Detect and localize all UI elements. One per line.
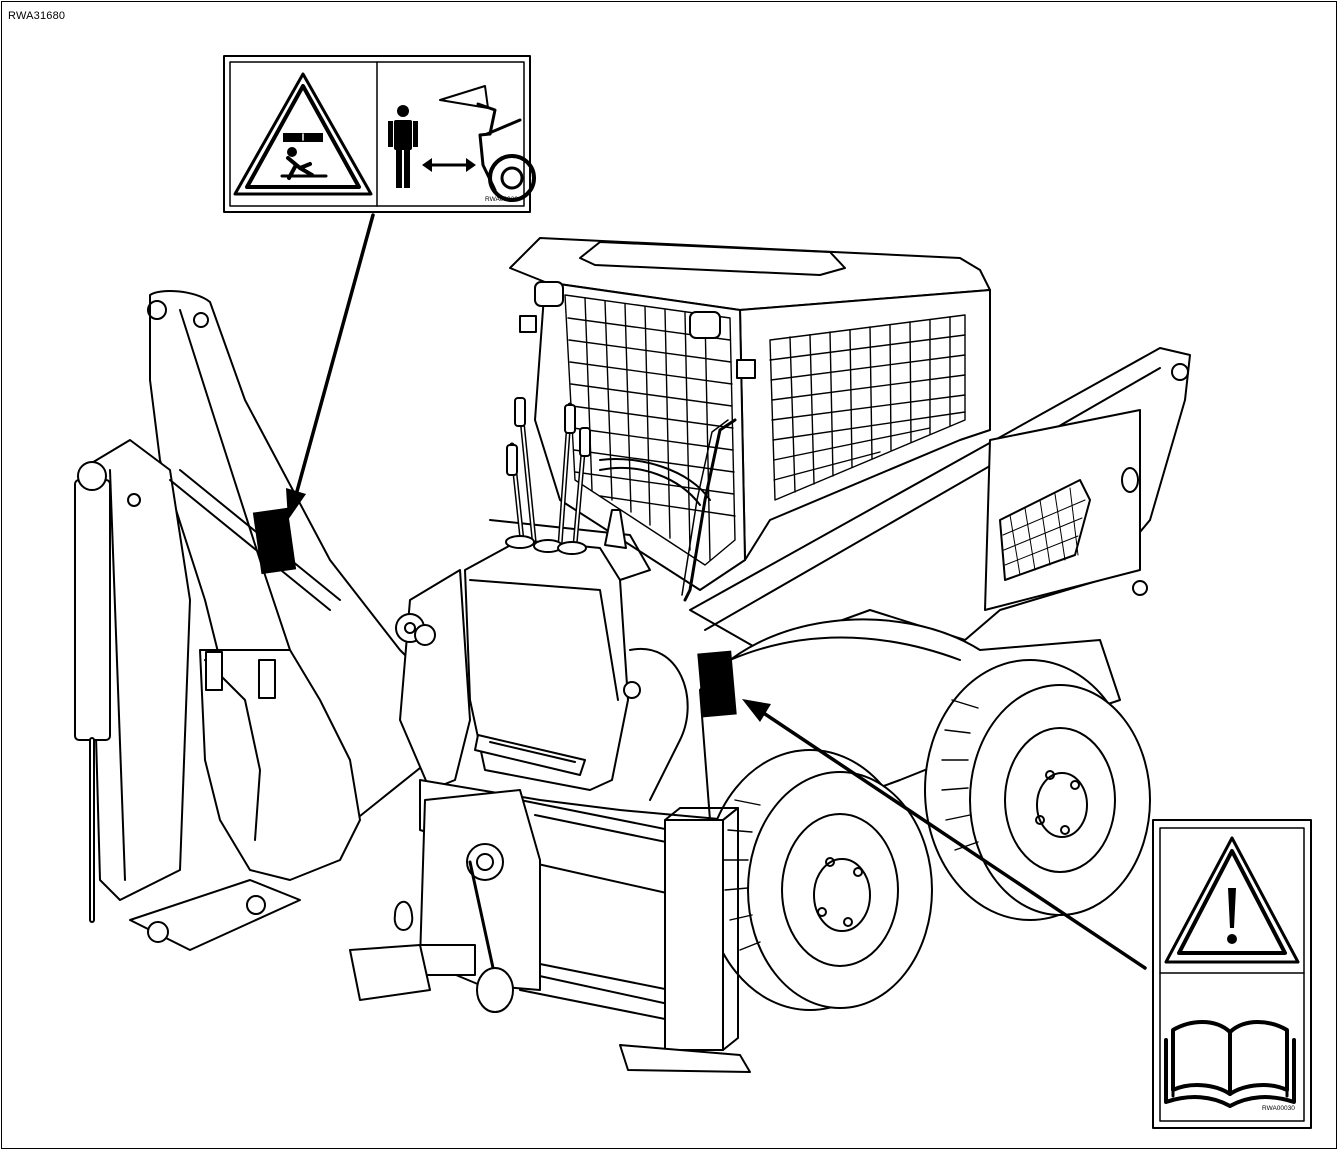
figure-code: RWA31680 [8,10,66,22]
stabilizer-frame [349,789,751,1073]
boom-decal-location-marker [252,507,297,575]
cab-decal-location-marker [697,650,737,718]
crush-hazard-keep-distance-label [223,55,536,213]
person-keep-distance-icon [388,85,536,202]
label-code-crush-hazard: RWA00020 [485,196,518,203]
backhoe-boom [74,290,451,951]
operator-manual-book-icon [1164,1020,1296,1108]
decal-pointer-arrows [286,213,1147,970]
arrow-head-boom [286,488,306,520]
backhoe-control-tower [464,397,711,791]
arrow-to-boom-decal [294,213,375,497]
operator-cab [509,237,991,602]
wheels [704,659,1151,1011]
loader-arm [689,347,1191,651]
crush-warning-triangle-icon [233,72,373,196]
exclamation-warning-triangle-icon [1164,836,1300,964]
arrow-to-cab-decal [760,710,1147,970]
general-warning-read-manual-label [1152,819,1312,1129]
label-code-read-manual: RWA00030 [1262,1105,1295,1112]
arrow-head-cab [742,699,771,722]
